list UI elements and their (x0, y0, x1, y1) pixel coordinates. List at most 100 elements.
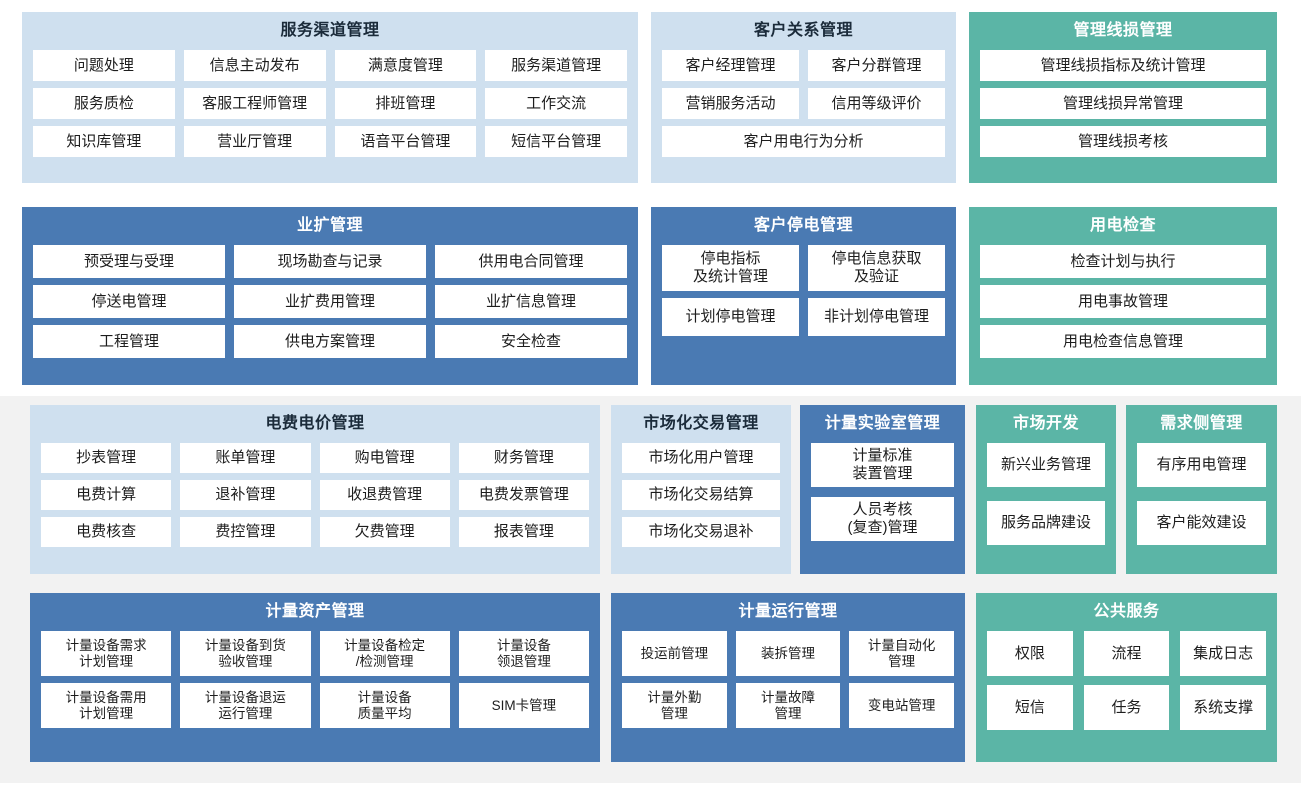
tile-item[interactable]: 计量自动化 管理 (849, 631, 954, 676)
panel-demand-side-management: 需求侧管理 有序用电管理 客户能效建设 (1126, 405, 1277, 574)
panel-title: 管理线损管理 (1073, 22, 1173, 39)
tile-item[interactable]: 计划停电管理 (662, 298, 799, 336)
tile-item[interactable]: 电费核查 (41, 517, 172, 547)
tile-item[interactable]: 知识库管理 (33, 126, 175, 157)
tile-item[interactable]: 用电事故管理 (980, 285, 1266, 318)
tile-item[interactable]: 计量故障 管理 (735, 683, 841, 728)
tile-item[interactable]: 排班管理 (334, 88, 477, 119)
tile-grid: 停电指标 及统计管理 停电信息获取 及验证 计划停电管理 非计划停电管理 (662, 245, 945, 374)
tile-item[interactable]: 客户经理管理 (662, 50, 799, 81)
tile-item[interactable]: 短信 (987, 685, 1073, 730)
tile-item[interactable]: 信息主动发布 (183, 50, 326, 81)
tile-item[interactable]: 客户分群管理 (808, 50, 945, 81)
tile-item[interactable]: 市场化用户管理 (622, 443, 780, 473)
tile-item[interactable]: 现场勘查与记录 (234, 245, 426, 278)
panel-electricity-inspection: 用电检查 检查计划与执行 用电事故管理 用电检查信息管理 (969, 207, 1277, 385)
tile-grid: 计量标准 装置管理 人员考核 (复查)管理 (811, 443, 954, 563)
row-3: 电费电价管理 抄表管理 账单管理 购电管理 财务管理 电费计算 退补管理 收退费… (0, 396, 1301, 582)
tile-item[interactable]: 计量设备需用 计划管理 (41, 683, 172, 728)
tile-item[interactable]: 客服工程师管理 (183, 88, 326, 119)
panel-title: 公共服务 (1093, 603, 1160, 620)
tile-item[interactable]: 收退费管理 (319, 480, 450, 510)
tile-item[interactable]: 计量外勤 管理 (622, 683, 727, 728)
tile-item[interactable]: 装拆管理 (735, 631, 841, 676)
tile-item[interactable]: 短信平台管理 (485, 126, 627, 157)
tile-item[interactable]: 业扩信息管理 (435, 285, 627, 318)
tile-item[interactable]: 集成日志 (1180, 631, 1266, 676)
tile-item[interactable]: 管理线损异常管理 (980, 88, 1266, 119)
tile-item[interactable]: 财务管理 (458, 443, 589, 473)
row-1: 服务渠道管理 问题处理 信息主动发布 满意度管理 服务渠道管理 服务质检 客服工… (0, 0, 1301, 193)
tile-item[interactable]: 报表管理 (458, 517, 589, 547)
tile-item[interactable]: 预受理与受理 (33, 245, 225, 278)
tile-item[interactable]: 市场化交易结算 (622, 480, 780, 510)
tile-item[interactable]: 非计划停电管理 (808, 298, 945, 336)
tile-item[interactable]: 客户用电行为分析 (662, 126, 945, 157)
tile-item[interactable]: 供用电合同管理 (435, 245, 627, 278)
tile-item[interactable]: 营业厅管理 (183, 126, 326, 157)
tile-item[interactable]: 流程 (1083, 631, 1170, 676)
panel-market-development: 市场开发 新兴业务管理 服务品牌建设 (976, 405, 1116, 574)
panel-public-services: 公共服务 权限 流程 集成日志 短信 任务 系统支撑 (976, 593, 1277, 762)
tile-item[interactable]: 投运前管理 (622, 631, 727, 676)
tile-item[interactable]: 服务质检 (33, 88, 175, 119)
tile-item[interactable]: 人员考核 (复查)管理 (811, 497, 954, 541)
tile-item[interactable]: 计量设备需求 计划管理 (41, 631, 172, 676)
tile-item[interactable]: 电费发票管理 (458, 480, 589, 510)
tile-item[interactable]: 供电方案管理 (234, 325, 426, 358)
panel-service-channel-management: 服务渠道管理 问题处理 信息主动发布 满意度管理 服务渠道管理 服务质检 客服工… (22, 12, 638, 183)
tile-item[interactable]: 客户能效建设 (1137, 501, 1266, 545)
tile-item[interactable]: 管理线损考核 (980, 126, 1266, 157)
tile-item[interactable]: 费控管理 (180, 517, 311, 547)
tile-item[interactable]: 问题处理 (33, 50, 175, 81)
tile-grid: 新兴业务管理 服务品牌建设 (987, 443, 1105, 563)
tile-item[interactable]: 市场化交易退补 (622, 517, 780, 547)
tile-item[interactable]: 满意度管理 (334, 50, 477, 81)
panel-management-line-loss-management: 管理线损管理 管理线损指标及统计管理 管理线损异常管理 管理线损考核 (969, 12, 1277, 183)
tile-grid: 抄表管理 账单管理 购电管理 财务管理 电费计算 退补管理 收退费管理 电费发票… (41, 443, 589, 563)
tile-item[interactable]: 信用等级评价 (808, 88, 945, 119)
tile-item[interactable]: 服务渠道管理 (485, 50, 627, 81)
tile-grid: 投运前管理 装拆管理 计量自动化 管理 计量外勤 管理 计量故障 管理 变电站管… (622, 631, 954, 751)
tile-item[interactable]: 计量设备到货 验收管理 (180, 631, 311, 676)
tile-item[interactable]: 工作交流 (485, 88, 627, 119)
panel-title: 需求侧管理 (1160, 415, 1243, 432)
tile-item[interactable]: 计量设备 领退管理 (458, 631, 589, 676)
tile-item[interactable]: 欠费管理 (319, 517, 450, 547)
tile-item[interactable]: 停电信息获取 及验证 (808, 245, 945, 291)
tile-item[interactable]: 有序用电管理 (1137, 443, 1266, 487)
tile-item[interactable]: 服务品牌建设 (987, 501, 1105, 545)
tile-item[interactable]: 用电检查信息管理 (980, 325, 1266, 358)
tile-item[interactable]: 语音平台管理 (334, 126, 477, 157)
tile-item[interactable]: 安全检查 (435, 325, 627, 358)
tile-item[interactable]: 营销服务活动 (662, 88, 799, 119)
tile-item[interactable]: 权限 (987, 631, 1073, 676)
tile-grid: 检查计划与执行 用电事故管理 用电检查信息管理 (980, 245, 1266, 374)
tile-item[interactable]: 账单管理 (180, 443, 311, 473)
tile-item[interactable]: SIM卡管理 (458, 683, 589, 728)
tile-item[interactable]: 任务 (1083, 685, 1170, 730)
tile-grid: 预受理与受理 现场勘查与记录 供用电合同管理 停送电管理 业扩费用管理 业扩信息… (33, 245, 627, 374)
tile-item[interactable]: 业扩费用管理 (234, 285, 426, 318)
tile-item[interactable]: 工程管理 (33, 325, 225, 358)
tile-item[interactable]: 检查计划与执行 (980, 245, 1266, 278)
tile-item[interactable]: 退补管理 (180, 480, 311, 510)
tile-item[interactable]: 管理线损指标及统计管理 (980, 50, 1266, 81)
panel-title: 用电检查 (1089, 217, 1156, 234)
tile-item[interactable]: 计量设备退运 运行管理 (180, 683, 311, 728)
tile-item[interactable]: 新兴业务管理 (987, 443, 1105, 487)
tile-item[interactable]: 抄表管理 (41, 443, 172, 473)
tile-grid: 市场化用户管理 市场化交易结算 市场化交易退补 (622, 443, 780, 563)
tile-item[interactable]: 计量设备检定 /检测管理 (319, 631, 450, 676)
tile-item[interactable]: 停电指标 及统计管理 (662, 245, 799, 291)
tile-item[interactable]: 电费计算 (41, 480, 172, 510)
panel-title: 客户关系管理 (753, 22, 853, 39)
tile-item[interactable]: 停送电管理 (33, 285, 225, 318)
tile-item[interactable]: 变电站管理 (849, 683, 954, 728)
tile-grid: 问题处理 信息主动发布 满意度管理 服务渠道管理 服务质检 客服工程师管理 排班… (33, 50, 627, 172)
tile-item[interactable]: 计量设备 质量平均 (319, 683, 450, 728)
tile-item[interactable]: 系统支撑 (1180, 685, 1266, 730)
tile-item[interactable]: 购电管理 (319, 443, 450, 473)
tile-item[interactable]: 计量标准 装置管理 (811, 443, 954, 487)
